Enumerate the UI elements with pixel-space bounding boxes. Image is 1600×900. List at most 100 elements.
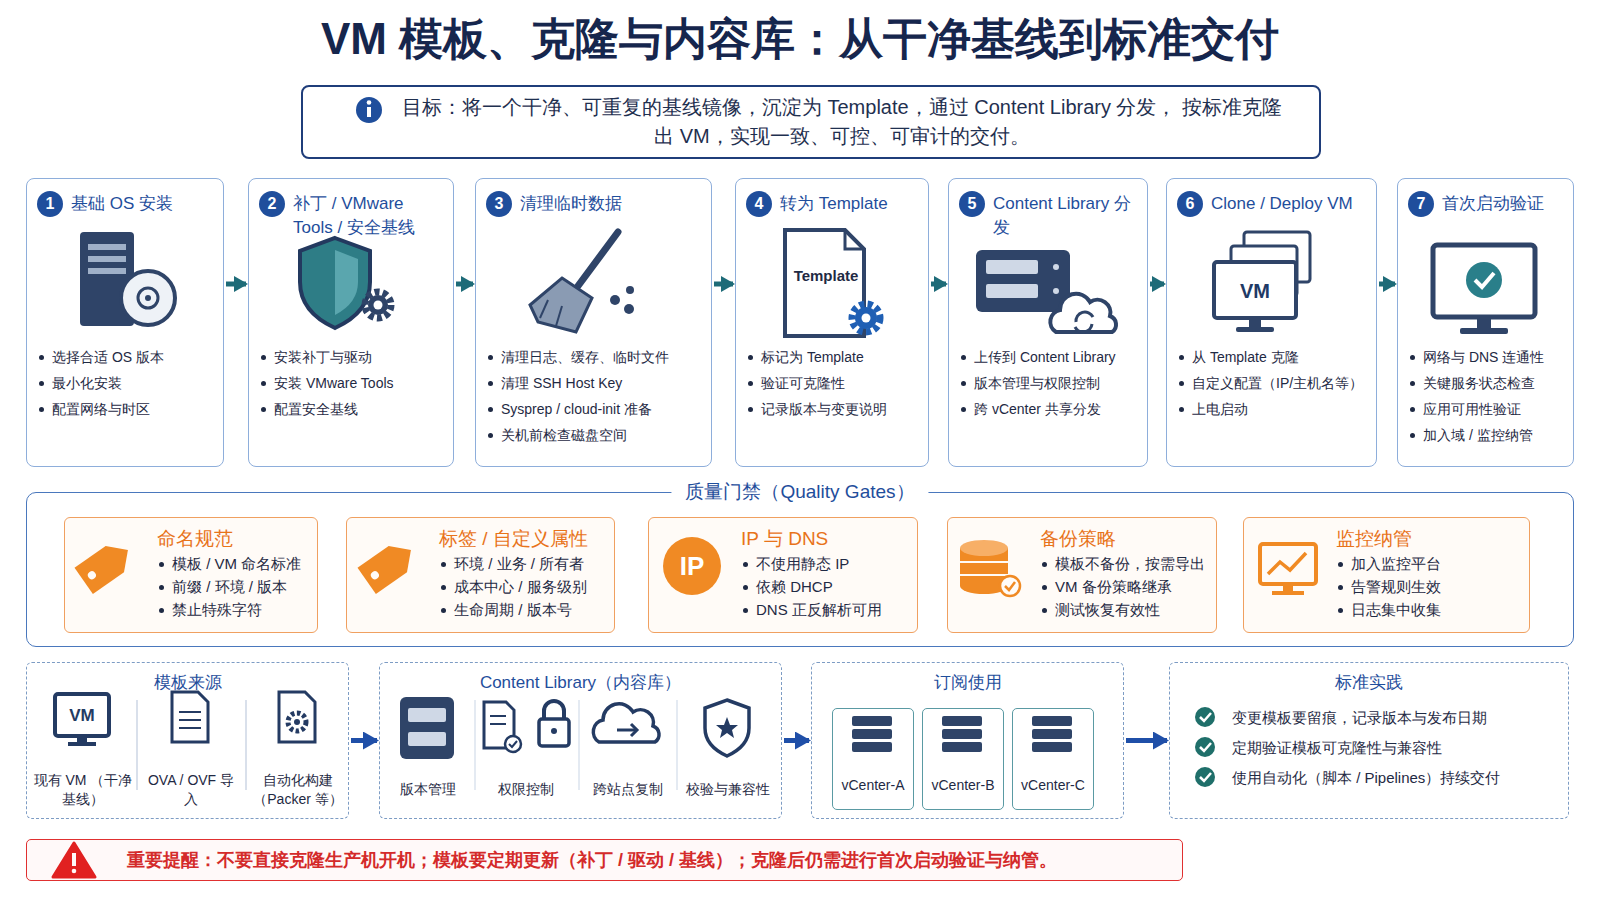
step-number: 7: [1408, 191, 1434, 217]
icon-space: [259, 241, 445, 347]
vm-monitor-icon: [68, 742, 96, 746]
step-title: 首次启动验证: [1442, 191, 1544, 216]
bullet-text: 配置网络与时区: [52, 399, 150, 419]
build-doc-icon: [294, 719, 300, 725]
info-icon: [367, 107, 371, 117]
step-number: 5: [959, 191, 985, 217]
item-text: 跨站点复制: [593, 780, 663, 799]
bullet-row: 从 Template 克隆: [1177, 347, 1368, 367]
vcenter-server-icon: [942, 716, 982, 726]
bullet-text: 测试恢复有效性: [1055, 600, 1160, 620]
broom-icon: [530, 278, 592, 332]
bullet-row: 告警规则生效: [1336, 577, 1521, 597]
bullet-dot: [748, 355, 753, 360]
step-title: 转为 Template: [780, 191, 888, 216]
bullet-dot: [1042, 562, 1047, 567]
check-icon: [1200, 773, 1211, 781]
item-text: OVA / OVF 导入: [141, 771, 241, 809]
bullet-row: 加入域 / 监控纳管: [1408, 425, 1565, 445]
bullet-text: 配置安全基线: [274, 399, 358, 419]
bullet-dot: [261, 407, 266, 412]
template-doc-icon: [852, 304, 880, 332]
library-cloud-icon: [1075, 324, 1092, 332]
bullet-dot: [159, 608, 164, 613]
gate-title: 标签 / 自定义属性: [439, 526, 606, 552]
step-head: 6Clone / Deploy VM: [1177, 191, 1368, 241]
subscribe-group: 订阅使用vCenter-AvCenter-BvCenter-C: [811, 662, 1124, 819]
bullet-text: 跨 vCenter 共享分发: [974, 399, 1101, 419]
bullet-row: 网络与 DNS 连通性: [1408, 347, 1565, 367]
flow-arrow: [351, 738, 377, 743]
bullet-list: 选择合适 OS 版本最小化安装配置网络与时区: [37, 347, 215, 419]
bullet-row: 自定义配置（IP/主机名等）: [1177, 373, 1368, 393]
bullet-row: 选择合适 OS 版本: [37, 347, 215, 367]
server-disc-icon: [88, 268, 126, 274]
library-cloud-icon: [1053, 264, 1059, 270]
bullet-row: 测试恢复有效性: [1040, 600, 1208, 620]
flow-arrow: [456, 282, 473, 287]
icon-space: [1408, 241, 1565, 347]
shield-gear-icon: [335, 250, 358, 315]
vm-monitor-icon: [1236, 327, 1274, 332]
gate-title: 命名规范: [157, 526, 309, 552]
bullet-text: 关机前检查磁盘空间: [501, 425, 627, 445]
bullet-row: 环境 / 业务 / 所有者: [439, 554, 606, 574]
ova-doc-icon: [172, 692, 208, 742]
step-title: 补丁 / VMware Tools / 安全基线: [293, 191, 445, 240]
step-number: 2: [259, 191, 285, 217]
server-disc-icon: [145, 295, 151, 301]
bullet-dot: [441, 585, 446, 590]
template-doc-icon: [862, 314, 871, 323]
server-disc-icon: [121, 271, 175, 325]
vcenter-text: vCenter-B: [931, 776, 994, 795]
vm-monitor-icon: [1214, 232, 1310, 332]
bullet-row: 上传到 Content Library: [959, 347, 1139, 367]
vcenter-server-icon: [852, 742, 892, 752]
bullet-list: 网络与 DNS 连通性关键服务状态检查应用可用性验证加入域 / 监控纳管: [1408, 347, 1565, 445]
gate-title: 备份策略: [1040, 526, 1208, 552]
flow-arrow: [714, 282, 733, 287]
library-item: 版本管理: [384, 703, 472, 805]
bullet-dot: [441, 608, 446, 613]
bullet-dot: [743, 562, 748, 567]
warning-text: 重要提醒：不要直接克隆生产机开机；模板要定期更新（补丁 / 驱动 / 基线）；克…: [127, 847, 1057, 873]
flow-arrow: [1379, 282, 1395, 287]
bullet-text: 记录版本与变更说明: [761, 399, 887, 419]
bullet-text: 模板 / VM 命名标准: [172, 554, 301, 574]
process-step: 2补丁 / VMware Tools / 安全基线安装补丁与驱动安装 VMwar…: [248, 178, 454, 467]
step-head: 4转为 Template: [746, 191, 920, 241]
gate-title: 监控纳管: [1336, 526, 1521, 552]
icon-label: Template: [794, 267, 859, 284]
bullet-dot: [159, 585, 164, 590]
permission-icon: [544, 701, 564, 720]
shield-gear-icon: [300, 238, 370, 328]
practice-text: 定期验证模板可克隆性与兼容性: [1232, 733, 1560, 763]
bullet-text: 成本中心 / 服务级别: [454, 577, 587, 597]
shield-gear-icon: [368, 295, 388, 315]
library-item: 校验与兼容性: [678, 703, 778, 805]
bullet-list: 加入监控平台告警规则生效日志集中收集: [1336, 554, 1521, 620]
bullet-dot: [488, 355, 493, 360]
bullet-row: 清理 SSH Host Key: [486, 373, 703, 393]
library-cloud-icon: [986, 284, 1038, 298]
bullet-text: VM 备份策略继承: [1055, 577, 1172, 597]
bullet-list: 上传到 Content Library 版本管理与权限控制跨 vCenter 共享…: [959, 347, 1139, 419]
icon-label: VM: [1240, 280, 1270, 303]
bullet-dot: [961, 355, 966, 360]
bullet-dot: [1042, 585, 1047, 590]
group-title: 标准实践: [1170, 671, 1568, 695]
bullet-text: 日志集中收集: [1351, 600, 1441, 620]
bullet-dot: [488, 407, 493, 412]
bullet-dot: [1179, 355, 1184, 360]
item-text: 校验与兼容性: [686, 780, 770, 799]
bullet-dot: [743, 608, 748, 613]
vm-monitor-icon: [77, 736, 87, 743]
shield-gear-icon: [365, 292, 391, 318]
info-icon: [356, 97, 382, 123]
bullet-text: 上传到 Content Library: [974, 347, 1116, 367]
bullet-row: 版本管理与权限控制: [959, 373, 1139, 393]
library-cloud-icon: [1050, 294, 1116, 332]
page-title: VM 模板、克隆与内容库：从干净基线到标准交付: [0, 8, 1600, 70]
flow-arrow: [1126, 738, 1167, 743]
library-cloud-icon: [976, 250, 1116, 332]
